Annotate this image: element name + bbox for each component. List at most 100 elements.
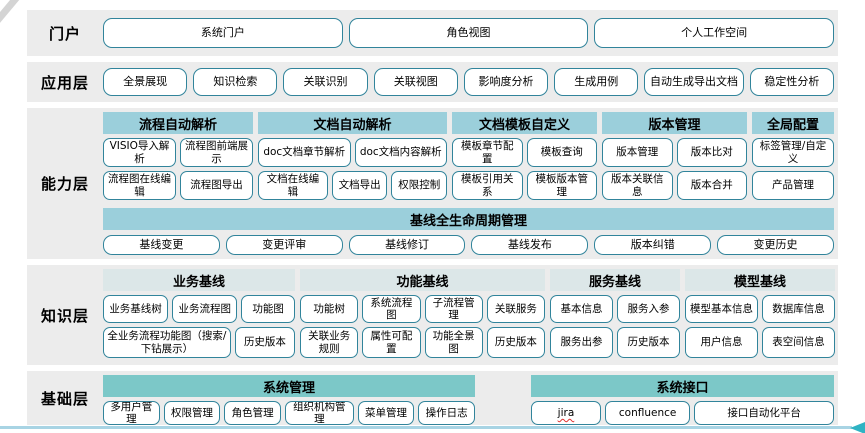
feature-box: 标签管理/自定义 (752, 138, 834, 167)
feature-box: VISIO导入解析 (103, 138, 176, 167)
feature-box-label: confluence (618, 406, 677, 419)
feature-box-label: 版本合并 (690, 179, 733, 192)
feature-box-label: 版本纠错 (630, 237, 675, 251)
feature-box-label: 权限管理 (170, 406, 213, 419)
feature-box-label: 稳定性分析 (764, 74, 820, 88)
button-row: 用户信息 表空间信息 (685, 327, 835, 358)
group-header: 流程自动解析 (103, 112, 253, 134)
feature-box: 全业务流程功能图（搜索/下钻展示） (103, 327, 231, 358)
feature-box: 服务入参 (617, 295, 680, 323)
feature-box-label: 文档导出 (338, 179, 381, 192)
feature-box: 数据库信息 (762, 295, 835, 323)
group-header: 文档模板自定义 (452, 112, 597, 134)
group-header: 全局配置 (752, 112, 834, 134)
button-row: 产品管理 (752, 171, 834, 200)
feature-box: 关联业务规则 (300, 327, 359, 358)
banner-header: 基线全生命周期管理 (103, 208, 834, 230)
feature-box: 模板版本管理 (526, 171, 597, 200)
group-knowledge-3: 模型基线模型基本信息数据库信息用户信息表空间信息 (685, 269, 835, 358)
feature-box-label: 关联视图 (393, 74, 438, 88)
group-header: 服务基线 (550, 269, 680, 291)
feature-box: 操作日志 (418, 401, 475, 425)
layer-band-knowledge: 知识层业务基线业务基线树业务流程图功能图全业务流程功能图（搜索/下钻展示）历史版… (27, 265, 838, 365)
feature-box: 产品管理 (752, 171, 834, 200)
feature-box-label: 自动生成导出文档 (650, 74, 739, 88)
feature-box: 版本关联信息 (602, 171, 673, 200)
feature-box: 权限管理 (163, 401, 221, 425)
button-row: 基线变更变更评审基线修订基线发布版本纠错变更历史 (103, 235, 834, 255)
feature-box-label: 模板引用关系 (461, 173, 514, 198)
button-row: jira confluence 接口自动化平台 (531, 401, 834, 425)
button-row: 模板引用关系模板版本管理 (452, 171, 597, 200)
layer-band-application: 应用层全景展现知识检索关联识别关联视图影响度分析生成用例自动生成导出文档稳定性分… (27, 62, 838, 102)
feature-box-label: 版本管理 (616, 146, 659, 159)
button-row: 系统门户角色视图个人工作空间 (103, 18, 835, 48)
feature-box: 服务出参 (550, 327, 613, 358)
feature-box-label: 模板版本管理 (535, 173, 589, 198)
feature-box: 关联识别 (283, 68, 368, 96)
group-capability-4: 全局配置标签管理/自定义产品管理 (752, 112, 834, 200)
feature-box: 流程图在线编辑 (103, 171, 176, 200)
feature-box: 表空间信息 (762, 327, 835, 358)
feature-box: 基线修订 (348, 235, 466, 255)
group-header: 系统管理 (103, 375, 475, 397)
button-row: 全景展现知识检索关联识别关联视图影响度分析生成用例自动生成导出文档稳定性分析 (103, 68, 834, 96)
button-row: 模板章节配置模板查询 (452, 138, 597, 167)
feature-box-label: 文档在线编辑 (266, 173, 320, 198)
feature-box-label: 模型基本信息 (690, 302, 753, 315)
button-row: 版本管理版本比对 (602, 138, 747, 167)
feature-box-label: 系统门户 (200, 25, 245, 39)
feature-box: 子流程管理 (424, 295, 483, 323)
feature-box: 基线发布 (471, 235, 589, 255)
feature-box: 历史版本 (617, 327, 680, 358)
layer-content-knowledge: 业务基线业务基线树业务流程图功能图全业务流程功能图（搜索/下钻展示）历史版本功能… (103, 265, 839, 365)
group-header: 业务基线 (103, 269, 295, 291)
feature-box: 业务流程图 (172, 295, 238, 323)
feature-box-label: 变更评审 (262, 237, 307, 251)
layer-content-application: 全景展现知识检索关联识别关联视图影响度分析生成用例自动生成导出文档稳定性分析 (103, 62, 838, 102)
feature-box-label: 接口自动化平台 (727, 406, 801, 419)
button-row: 基本信息服务入参 (550, 295, 680, 323)
feature-box-label: 功能图 (252, 302, 284, 315)
feature-box-label: 关联服务 (494, 302, 537, 315)
feature-box: 功能全景图 (424, 327, 483, 358)
feature-box: jira (531, 401, 601, 425)
feature-box-label: 用户信息 (700, 336, 743, 349)
feature-box: 系统门户 (103, 18, 343, 48)
feature-box: 历史版本 (486, 327, 545, 358)
button-row: 功能树系统流程图子流程管理关联服务 (300, 295, 545, 323)
feature-box-label: 数据库信息 (772, 302, 825, 315)
feature-box-label: 影响度分析 (478, 74, 534, 88)
feature-box: 流程图前端展示 (180, 138, 253, 167)
feature-box-label: jira (557, 406, 575, 419)
feature-box-label: 基线发布 (507, 237, 552, 251)
feature-box: 用户信息 (685, 327, 758, 358)
feature-box-label: 流程图前端展示 (185, 140, 248, 165)
feature-box-label: 历史版本 (494, 336, 537, 349)
button-row: VISIO导入解析流程图前端展示 (103, 138, 253, 167)
layer-label-application: 应用层 (40, 73, 89, 92)
button-row: 标签管理/自定义 (752, 138, 834, 167)
feature-box: 版本纠错 (594, 235, 712, 255)
feature-box: 关联服务 (486, 295, 545, 323)
feature-box: 文档导出 (331, 171, 388, 200)
layer-label-portal: 门户 (48, 24, 81, 43)
feature-box: 基线变更 (103, 235, 220, 255)
feature-box: doc文档内容解析 (354, 138, 447, 167)
feature-box-label: 标签管理/自定义 (759, 140, 827, 165)
feature-box-label: 关联识别 (303, 74, 348, 88)
feature-box: 基本信息 (550, 295, 613, 323)
button-row: 多用户管理权限管理角色管理组织机构管理菜单管理操作日志 (103, 401, 475, 425)
feature-box: 个人工作空间 (594, 18, 835, 48)
layer-label-knowledge: 知识层 (40, 306, 89, 325)
feature-box: confluence (604, 401, 691, 425)
group-knowledge-1: 功能基线功能树系统流程图子流程管理关联服务关联业务规则属性可配置功能全景图历史版… (300, 269, 545, 358)
button-row: 全业务流程功能图（搜索/下钻展示）历史版本 (103, 327, 295, 358)
